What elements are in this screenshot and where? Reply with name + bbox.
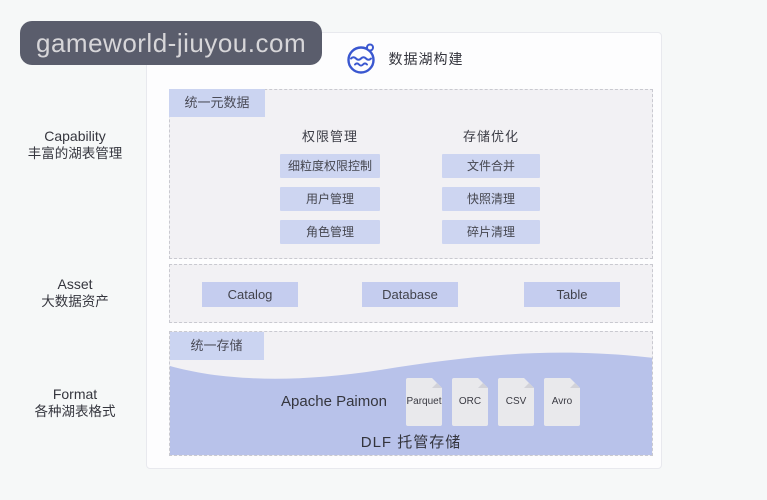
apache-paimon-label: Apache Paimon [281, 393, 387, 410]
rail-capability-zh: 丰富的湖表管理 [27, 146, 123, 161]
chip-unified-metadata: 统一元数据 [169, 89, 265, 117]
item-user-management: 用户管理 [280, 187, 380, 211]
file-label-orc: ORC [458, 396, 482, 407]
rail-label-format: Format 各种湖表格式 [6, 386, 144, 420]
panel-header: 数据湖构建 [147, 37, 661, 81]
section-asset: Catalog Database Table [169, 264, 653, 323]
file-icon-avro [544, 378, 580, 426]
item-fine-grained-permission: 细粒度权限控制 [280, 154, 380, 178]
item-file-merge: 文件合并 [442, 154, 540, 178]
rail-format-zh: 各种湖表格式 [34, 404, 116, 419]
rail-capability-en: Capability [44, 128, 106, 144]
chip-unified-storage: 统一存储 [170, 332, 264, 360]
section-unified-storage: 统一存储 Apache Paimon Parquet ORC CSV Avro … [169, 331, 653, 456]
item-fragment-cleanup: 碎片清理 [442, 220, 540, 244]
file-label-csv: CSV [505, 396, 527, 407]
file-label-avro: Avro [551, 396, 573, 407]
file-icon-parquet [406, 378, 442, 426]
dlf-managed-storage-label: DLF 托管存储 [360, 434, 462, 451]
file-icon-orc [452, 378, 488, 426]
item-table: Table [524, 282, 620, 307]
column-header-storage-optimization: 存储优化 [462, 129, 519, 144]
column-header-permission: 权限管理 [301, 129, 358, 144]
watermark: gameworld-jiuyou.com [20, 21, 323, 65]
item-role-management: 角色管理 [280, 220, 380, 244]
item-snapshot-cleanup: 快照清理 [442, 187, 540, 211]
rail-asset-en: Asset [57, 276, 93, 292]
diagram-panel: 数据湖构建 统一元数据 权限管理 细粒度权限控制 用户管理 角色管理 存储优化 … [146, 32, 662, 469]
file-icon-csv [498, 378, 534, 426]
file-label-parquet: Parquet [406, 396, 442, 407]
rail-label-asset: Asset 大数据资产 [6, 276, 144, 310]
item-catalog: Catalog [202, 282, 298, 307]
rail-format-en: Format [52, 386, 98, 402]
section-unified-metadata: 统一元数据 权限管理 细粒度权限控制 用户管理 角色管理 存储优化 文件合并 快… [169, 89, 653, 259]
item-database: Database [362, 282, 458, 307]
rail-asset-zh: 大数据资产 [41, 294, 109, 309]
page-title: 数据湖构建 [388, 51, 464, 67]
lake-icon [346, 43, 375, 74]
rail-label-capability: Capability 丰富的湖表管理 [6, 128, 144, 162]
